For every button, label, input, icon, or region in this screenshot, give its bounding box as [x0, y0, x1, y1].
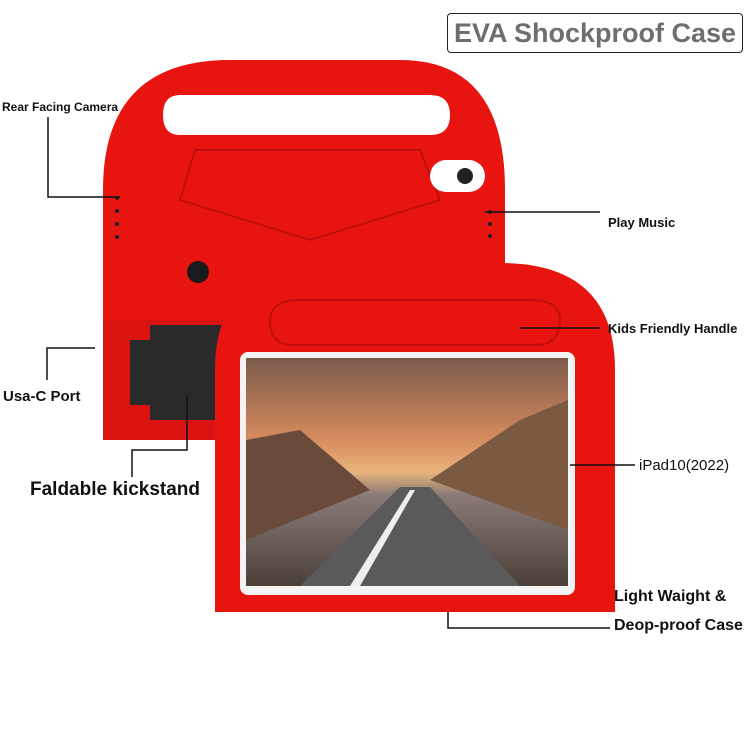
callout-ipad-model: iPad10(2022) [639, 457, 730, 474]
kickstand [130, 325, 230, 420]
callout-light-weight: Light Waight & [614, 588, 727, 605]
button [187, 261, 209, 283]
back-handle-opening [163, 95, 450, 135]
callout-play-music: Play Music [608, 215, 676, 230]
callout-lines [46, 117, 635, 629]
callout-usb-port: Usa-C Port [3, 388, 81, 405]
callout-drop-proof: Deop-proof Case [614, 617, 743, 634]
camera-lens [457, 168, 473, 184]
road [300, 487, 520, 586]
callout-kids-handle: Kids Friendly Handle [608, 321, 738, 336]
callout-rear-camera: Rear Facing Camera [2, 100, 119, 114]
title-badge: EVA Shockproof Case [447, 13, 743, 53]
front-case [215, 263, 615, 612]
callout-kickstand: Faldable kickstand [30, 479, 201, 500]
